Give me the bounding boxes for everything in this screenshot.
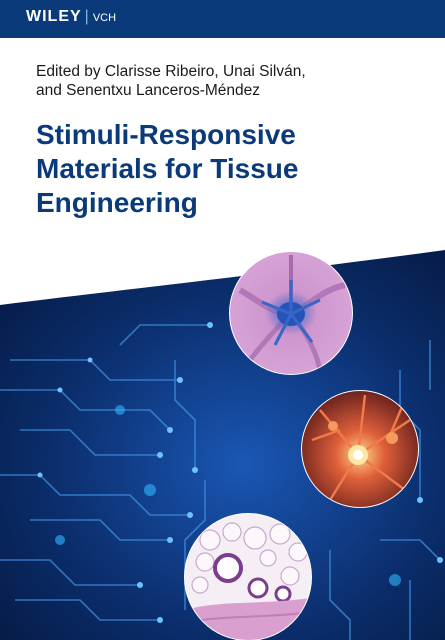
neuron-network-illustration — [301, 390, 419, 508]
circuit-nodes — [37, 322, 443, 623]
logo-separator: | — [84, 8, 90, 25]
cover-artwork — [0, 250, 445, 640]
title-line-3: Engineering — [36, 187, 198, 218]
circuit-traces — [0, 324, 441, 640]
editors-credit: Edited by Clarisse Ribeiro, Unai Silván,… — [36, 62, 416, 100]
title-line-2: Materials for Tissue — [36, 153, 299, 184]
adipose-tissue-micrograph — [184, 513, 312, 640]
title-line-1: Stimuli-Responsive — [36, 119, 296, 150]
editors-line-2: and Senentxu Lanceros-Méndez — [36, 82, 261, 99]
publisher-bar: WILEY|VCH — [0, 0, 445, 38]
glow-points — [55, 405, 401, 586]
editors-line-1: Edited by Clarisse Ribeiro, Unai Silván, — [36, 63, 306, 80]
publisher-imprint: VCH — [92, 12, 117, 24]
stained-cell-micrograph — [229, 251, 353, 375]
publisher-logo: WILEY|VCH — [26, 8, 116, 26]
book-title: Stimuli-Responsive Materials for Tissue … — [36, 118, 436, 220]
publisher-name: WILEY — [26, 8, 82, 25]
